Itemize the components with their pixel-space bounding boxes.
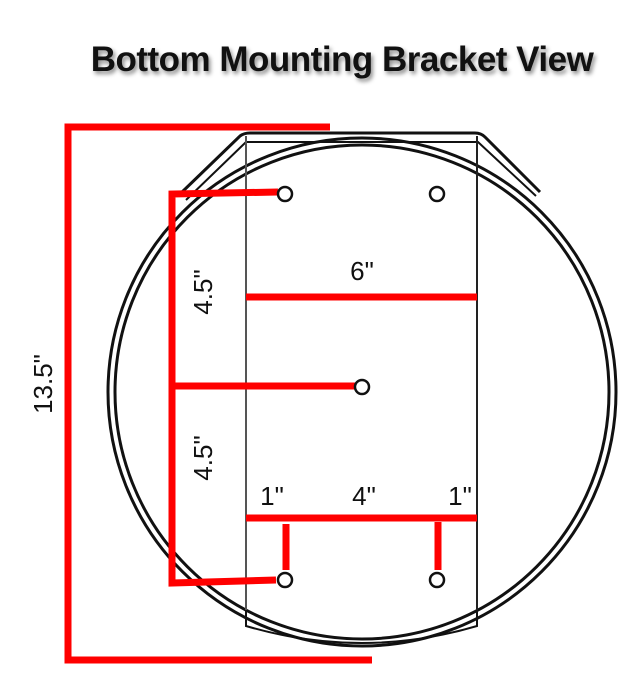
left-offset-label: 1": [260, 481, 284, 511]
mount-hole-bottom-left: [276, 571, 294, 589]
top-cap-inner: [185, 141, 537, 201]
upper-spacing-label: 4.5": [188, 269, 218, 314]
width-label: 6": [350, 256, 374, 286]
housing-outer-circle: [106, 136, 618, 648]
mount-hole-center: [353, 378, 371, 396]
lower-spacing-label: 4.5": [188, 435, 218, 480]
mount-hole-top-left: [276, 185, 294, 203]
top-cap: [178, 131, 542, 196]
bracket-bottom-edge: [245, 610, 478, 644]
right-offset-label: 1": [448, 481, 472, 511]
overall-height-label-bg: [18, 330, 62, 438]
dimension-lines: [64, 123, 477, 664]
hole-spacing-label: 4": [352, 481, 376, 511]
diagram-title: Bottom Mounting Bracket View: [90, 40, 594, 79]
mount-hole-bottom-right: [428, 571, 446, 589]
overall-height-bracket: [64, 123, 372, 664]
housing-inner-circle: [113, 143, 611, 641]
overall-height-label: 13.5": [28, 354, 58, 414]
mount-hole-top-right: [428, 185, 446, 203]
